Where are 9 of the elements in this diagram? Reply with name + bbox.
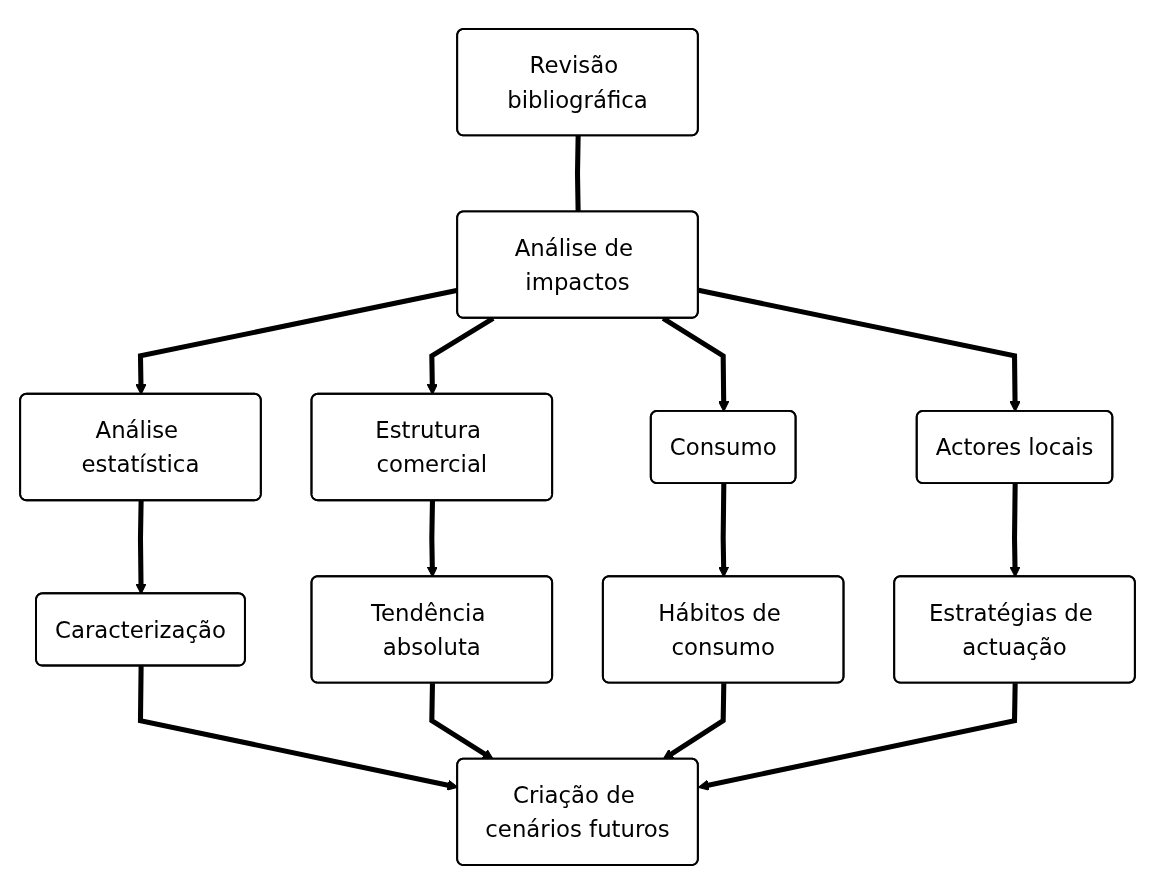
arrow: [662, 683, 727, 760]
arrow: [426, 500, 438, 578]
arrow: [718, 483, 730, 578]
arrow: [697, 683, 1018, 791]
arrow: [429, 683, 494, 760]
arrow: [426, 316, 495, 395]
arrow: [1009, 483, 1021, 578]
connector: [574, 135, 581, 213]
arrow: [135, 500, 147, 595]
